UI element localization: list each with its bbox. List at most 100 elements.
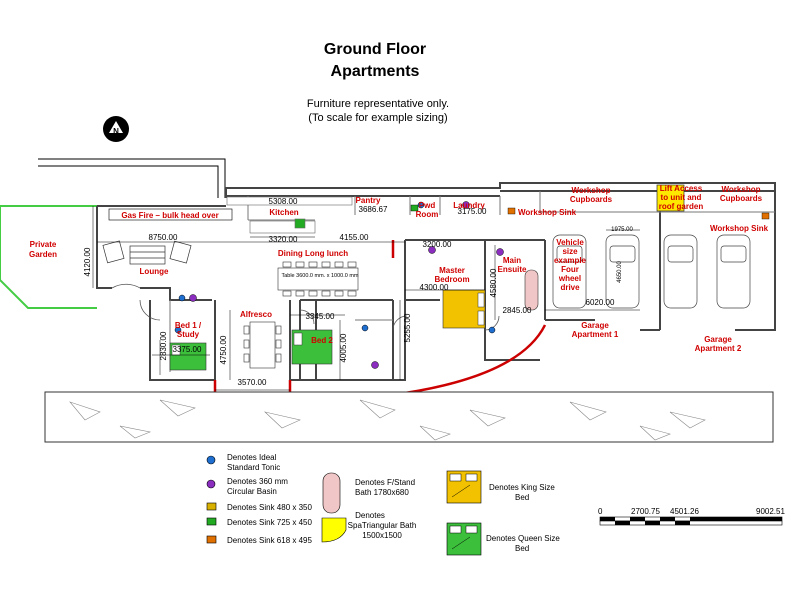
dim-4750: 4750.00 bbox=[219, 335, 228, 364]
label-bed1-line1: Bed 1 / bbox=[175, 321, 202, 330]
scale-bar: 0 2700.75 4501.26 9002.51 bbox=[598, 507, 785, 526]
legend-sink618: Denotes Sink 618 x 495 bbox=[227, 536, 312, 545]
label-lift-access-line3: roof garden bbox=[659, 202, 704, 211]
vehicle-note: Vehicle size example Four wheel drive bbox=[554, 238, 587, 292]
label-vehicle-note-line6: drive bbox=[560, 283, 580, 292]
label-garage2-line2: Apartment 2 bbox=[695, 344, 742, 353]
north-arrow-icon: N bbox=[103, 116, 129, 142]
label-private-garden-line2: Garden bbox=[29, 250, 57, 259]
legend-spa-bath-line1: Denotes bbox=[355, 511, 385, 520]
dim-3375: 3375.00 bbox=[173, 345, 202, 354]
bed2-queen-bed bbox=[291, 329, 333, 365]
dim-6020: 6020.00 bbox=[586, 298, 615, 307]
label-garage1-line1: Garage bbox=[581, 321, 609, 330]
label-gas-fire: Gas Fire – bulk head over bbox=[121, 211, 218, 220]
dim-4005: 4005.00 bbox=[339, 333, 348, 362]
dim-5255: 5255.00 bbox=[403, 313, 412, 342]
legend-queen-bed-line2: Bed bbox=[515, 544, 529, 553]
garage-1-cars bbox=[552, 234, 640, 309]
label-lift-access-line2: to unit and bbox=[661, 193, 702, 202]
label-vehicle-note-line3: example bbox=[554, 256, 587, 265]
label-kitchen: Kitchen bbox=[269, 208, 298, 217]
legend-queen-bed-line1: Denotes Queen Size bbox=[486, 534, 560, 543]
label-vehicle-note-line4: Four bbox=[561, 265, 579, 274]
label-pantry: Pantry bbox=[356, 196, 381, 205]
legend-sink725: Denotes Sink 725 x 450 bbox=[227, 518, 312, 527]
legend-king-bed-line1: Denotes King Size bbox=[489, 483, 555, 492]
label-vehicle-note-line5: wheel bbox=[558, 274, 581, 283]
label-workshop-cupboards-1-line2: Cupboards bbox=[570, 195, 613, 204]
label-pwd-room-line2: Room bbox=[416, 210, 439, 219]
legend-toilet-line2: Standard Tonic bbox=[227, 463, 280, 472]
bathroom-fixtures bbox=[174, 201, 770, 369]
dim-3345: 3345.00 bbox=[306, 312, 335, 321]
label-workshop-sink-1: Workshop Sink bbox=[518, 208, 577, 217]
label-vehicle-note-line1: Vehicle bbox=[556, 238, 584, 247]
dim-2845: 2845.00 bbox=[503, 306, 532, 315]
label-workshop-cupboards-2-line1: Workshop bbox=[722, 185, 761, 194]
legend-sink480: Denotes Sink 480 x 350 bbox=[227, 503, 312, 512]
label-table-note: Table 3600.0 mm. x 1000.0 mm bbox=[281, 273, 358, 279]
dim-4650: 4650.00 bbox=[617, 261, 623, 283]
lounge-furniture bbox=[102, 240, 192, 265]
bed1-queen-bed bbox=[169, 342, 207, 371]
label-alfresco: Alfresco bbox=[240, 310, 272, 319]
dim-4155: 4155.00 bbox=[340, 233, 369, 242]
freestanding-bath-icon bbox=[322, 472, 341, 514]
alfresco-table bbox=[243, 321, 282, 369]
label-lounge: Lounge bbox=[140, 267, 169, 276]
scale-tick-3: 9002.51 bbox=[756, 507, 785, 516]
spa-bath-icon bbox=[321, 517, 347, 543]
sink-618-icon bbox=[206, 535, 217, 544]
label-master-bedroom-line1: Master bbox=[439, 266, 465, 275]
dim-8750: 8750.00 bbox=[149, 233, 178, 242]
toilet-icon bbox=[206, 455, 216, 465]
label-private-garden-line1: Private bbox=[30, 240, 57, 249]
freestanding-bath bbox=[524, 269, 539, 311]
label-main-ensuite-line1: Main bbox=[503, 256, 521, 265]
legend-basin-line2: Circular Basin bbox=[227, 487, 277, 496]
upper-boundary bbox=[38, 158, 226, 198]
dim-4580: 4580.00 bbox=[489, 268, 498, 297]
label-pwd-room-line1: Pwd bbox=[419, 201, 436, 210]
subtitle-line2: (To scale for example sizing) bbox=[308, 112, 447, 124]
label-master-bedroom-line2: Bedroom bbox=[434, 275, 469, 284]
scale-tick-0: 0 bbox=[598, 507, 603, 516]
label-main-ensuite-line2: Ensuite bbox=[498, 265, 527, 274]
legend-spa-bath-line3: 1500x1500 bbox=[362, 531, 402, 540]
label-workshop-cupboards-2-line2: Cupboards bbox=[720, 194, 763, 203]
dim-5308: 5308.00 bbox=[269, 197, 298, 206]
legend-fstand-bath-line1: Denotes F/Stand bbox=[355, 478, 415, 487]
king-bed-icon bbox=[446, 470, 482, 504]
legend-spa-bath-line2: SpaTriangular Bath bbox=[348, 521, 417, 530]
north-label: N bbox=[113, 127, 119, 136]
label-workshop-sink-2: Workshop Sink bbox=[710, 224, 769, 233]
private-garden-boundary bbox=[0, 205, 97, 309]
gas-fire-box bbox=[108, 208, 233, 221]
dim-3686: 3686.67 bbox=[359, 205, 388, 214]
dim-3320: 3320.00 bbox=[269, 235, 298, 244]
plan-title-line2: Apartments bbox=[331, 63, 420, 80]
label-garage2-line1: Garage bbox=[704, 335, 732, 344]
legend-toilet-line1: Denotes Ideal bbox=[227, 453, 277, 462]
red-walls bbox=[213, 240, 547, 395]
dim-1975: 1975.00 bbox=[611, 227, 633, 233]
driveway bbox=[44, 391, 774, 443]
garage-2-cars bbox=[663, 234, 751, 309]
scale-tick-1: 2700.75 bbox=[631, 507, 660, 516]
dimension-lines bbox=[92, 206, 640, 391]
label-garage1-line2: Apartment 1 bbox=[572, 330, 619, 339]
plan-title-line1: Ground Floor bbox=[324, 41, 426, 58]
sink-725-icon bbox=[206, 517, 217, 526]
scale-tick-2: 4501.26 bbox=[670, 507, 699, 516]
dim-2830: 2830.00 bbox=[159, 331, 168, 360]
basin-icon bbox=[206, 479, 216, 489]
label-dining: Dining Long lunch bbox=[278, 249, 348, 258]
label-vehicle-note-line2: size bbox=[562, 247, 578, 256]
dim-3200: 3200.00 bbox=[423, 240, 452, 249]
dim-4120: 4120.00 bbox=[83, 247, 92, 276]
label-workshop-cupboards-1-line1: Workshop bbox=[572, 186, 611, 195]
master-king-bed bbox=[442, 289, 486, 329]
dining-table bbox=[277, 261, 359, 297]
